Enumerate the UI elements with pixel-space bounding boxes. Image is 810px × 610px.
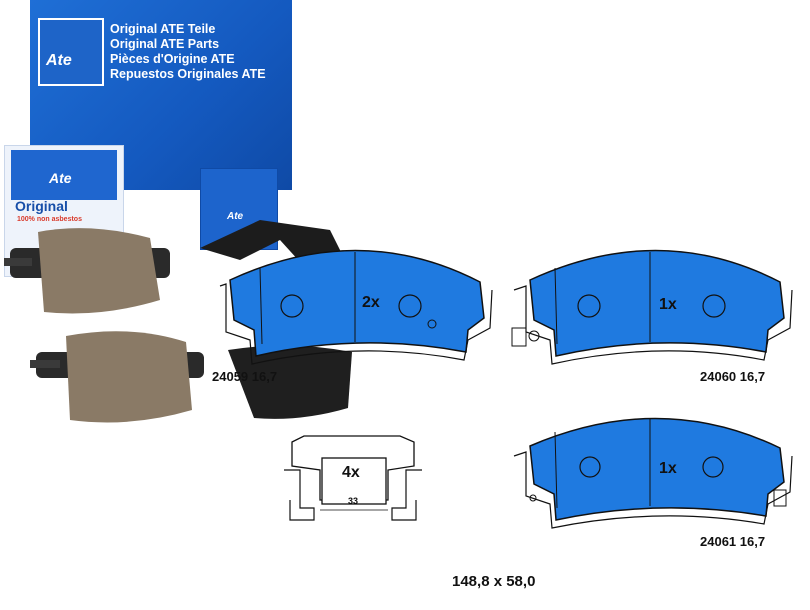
pad-3-count: 1x (659, 460, 677, 477)
box-text-lines: Original ATE Teile Original ATE Parts Pi… (110, 22, 266, 82)
anti-rattle-clip-diagram (284, 435, 422, 521)
ate-logo-text: Ate (46, 52, 72, 69)
small-box-logo-icon: Ate (11, 150, 117, 200)
pad-2-part-number: 24060 16,7 (700, 369, 766, 384)
brake-pad-diagram-3 (513, 417, 793, 529)
pad-2-count: 1x (659, 296, 677, 313)
pad-dimensions: 148,8 x 58,0 (452, 573, 536, 590)
small-box-sublabel: 100% non asbestos (17, 216, 82, 223)
brake-pad-photo-3 (200, 220, 352, 419)
box-line-es: Repuestos Originales ATE (110, 67, 266, 81)
pad-1-part-number: 24059 16,7 (212, 369, 278, 384)
brake-pad-diagram-2 (511, 249, 793, 365)
small-box-label: Original (15, 198, 68, 214)
box-side-text: Fr (179, 242, 191, 256)
brake-pad-photo-1 (4, 228, 170, 314)
box-line-de: Original ATE Teile (110, 22, 216, 36)
brake-pad-photo-2 (30, 331, 204, 423)
box-line-fr: Pièces d'Origine ATE (110, 52, 235, 66)
pad-1-count: 2x (362, 294, 380, 311)
clip-width: 33 (348, 496, 359, 506)
clip-count: 4x (342, 464, 360, 481)
box-line-en: Original ATE Parts (110, 37, 220, 51)
ate-logo-icon: Ate (38, 18, 104, 86)
pad-3-part-number: 24061 16,7 (700, 534, 766, 549)
small-box-logo-text: Ate (49, 170, 72, 186)
leaflet-logo-text: Ate (227, 211, 244, 222)
brake-pad-diagram-1 (219, 249, 493, 365)
